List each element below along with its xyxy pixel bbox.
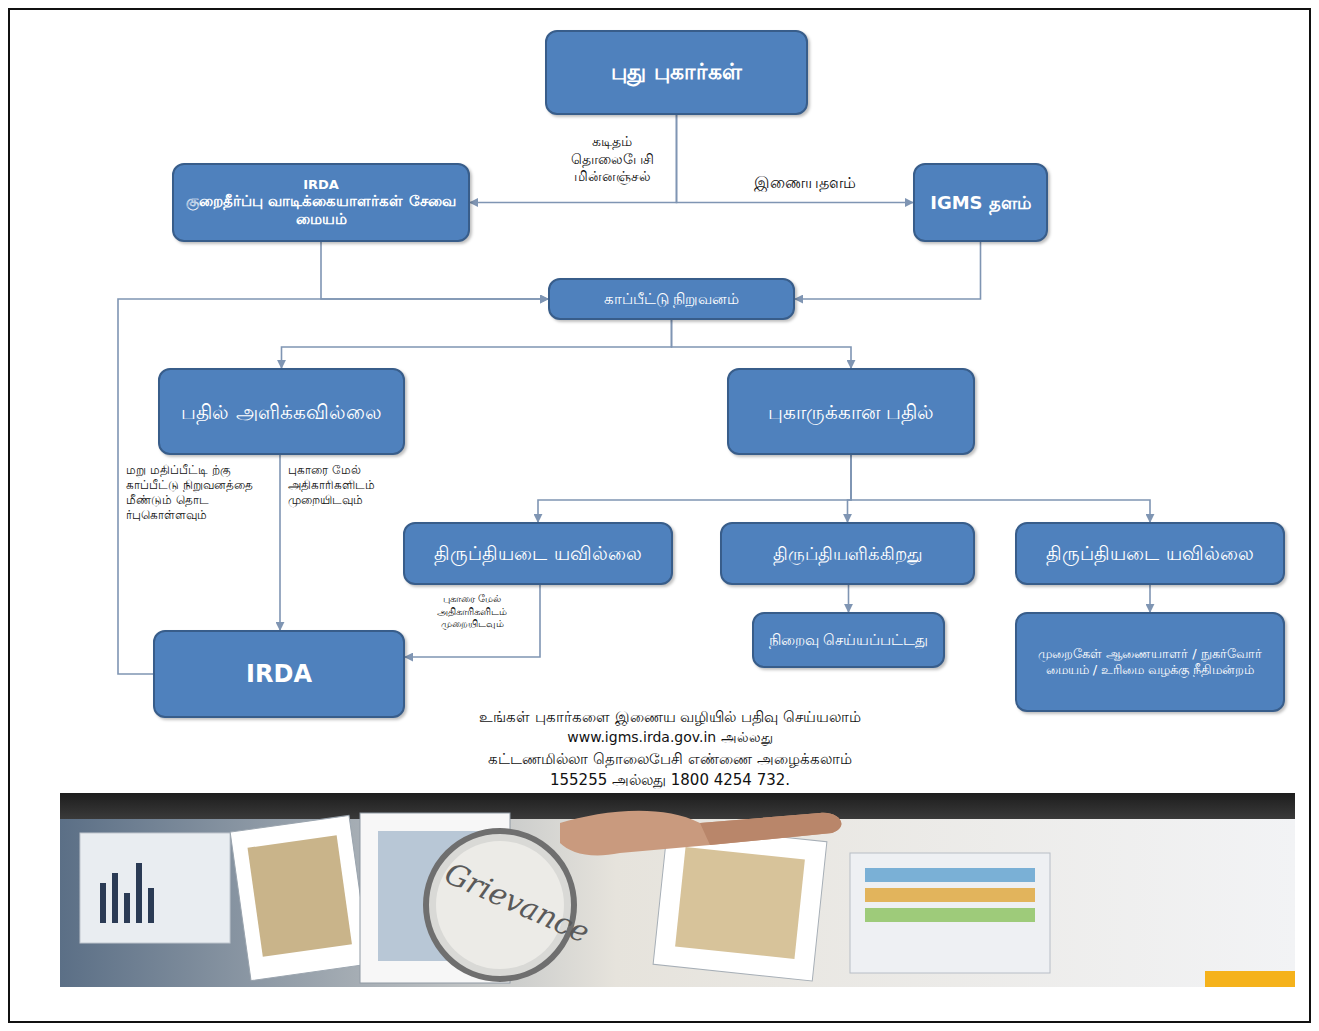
chart-card [80, 833, 230, 943]
service-centre-box: IRDAகுறைதீர்ப்பு வாடிக்கையாளர்கள் சேவை ம… [172, 163, 470, 242]
orange-tab [1205, 971, 1295, 987]
grievance-illustration [60, 793, 1295, 987]
flow-arrow [279, 455, 281, 630]
node-text: முறைகேள் ஆணையாளர் / நுகர்வோர் மையம் / உர… [1027, 646, 1273, 677]
node-text: காப்பீட்டு நிறுவனம் [604, 290, 740, 308]
end-box: நிறைவு செய்யப்பட்டது [752, 612, 945, 668]
flow-arrow [282, 320, 672, 368]
result-box: திருப்தியடை யவில்லை [403, 522, 673, 585]
web-address: www.igms.irda.gov.in அல்லது [300, 729, 1040, 746]
edge-label: புகாரை மேல் அதிகாரிகளிடம் முறையிடவும் [286, 462, 400, 509]
photo-word: Grievance [440, 855, 595, 950]
start-box: புது புகார்கள் [545, 30, 808, 115]
photo-ground [60, 793, 1295, 987]
edge-label: புகாரை மேல் அதிகாரிகளிடம் முறையிடவும் [410, 592, 534, 632]
node-text: நிறைவு செய்யப்பட்டது [769, 631, 929, 649]
node-text: திருப்தியடை யவில்லை [1046, 542, 1253, 565]
edge-label: கடிதம் தொலைபேசி மின்னஞ்சல் [556, 132, 668, 187]
flow-arrow [538, 455, 851, 522]
node-text: திருப்தியளிக்கிறது [773, 543, 923, 565]
node-text: திருப்தியடை யவில்லை [434, 542, 641, 565]
node-text: IGMS தளம் [930, 192, 1031, 214]
result-box: திருப்தியளிக்கிறது [720, 522, 975, 585]
result-box: திருப்தியடை யவில்லை [1015, 522, 1285, 585]
node-text: புகாருக்கான பதில் [768, 400, 934, 424]
outcome-box: பதில் அளிக்கவில்லை [158, 368, 405, 455]
outcome-box: புகாருக்கான பதில் [727, 368, 975, 455]
insurer-box: காப்பீட்டு நிறுவனம் [548, 278, 795, 320]
flow-arrow [321, 242, 548, 299]
flow-arrow [118, 299, 548, 674]
node-text: குறைதீர்ப்பு வாடிக்கையாளர்கள் சேவை மையம் [184, 192, 458, 228]
portal-box: IGMS தளம் [913, 163, 1048, 242]
flow-arrow [848, 585, 850, 612]
flow-arrow [851, 455, 1150, 522]
node-text: IRDA [246, 660, 312, 689]
node-text: புது புகார்கள் [611, 59, 742, 85]
escalation-box: முறைகேள் ஆணையாளர் / நுகர்வோர் மையம் / உர… [1015, 612, 1285, 712]
node-text: IRDA [303, 177, 339, 193]
flow-arrow [677, 115, 914, 203]
flow-arrow [405, 585, 540, 657]
edge-label: மறு மதிப்பீட்டி ற்கு காப்பீட்டு நிறுவனத்… [124, 462, 274, 524]
hand [560, 811, 841, 856]
edge-label: இணையதளம் [712, 172, 897, 194]
note-text: கட்டணமில்லா தொலைபேசி எண்ணை அழைக்கலாம் [300, 750, 1040, 768]
phone-numbers: 155255 அல்லது 1800 4254 732. [300, 771, 1040, 789]
flow-arrow [1149, 585, 1151, 612]
frame-border [9, 9, 1310, 1022]
node-text: பதில் அளிக்கவில்லை [181, 400, 381, 424]
flow-arrow [470, 115, 677, 203]
flow-arrow [795, 242, 981, 299]
note-text: உங்கள் புகார்களை இணைய வழியில் பதிவு செய்… [300, 708, 1040, 726]
flow-arrow [672, 320, 852, 368]
regulator-box: IRDA [153, 630, 405, 718]
